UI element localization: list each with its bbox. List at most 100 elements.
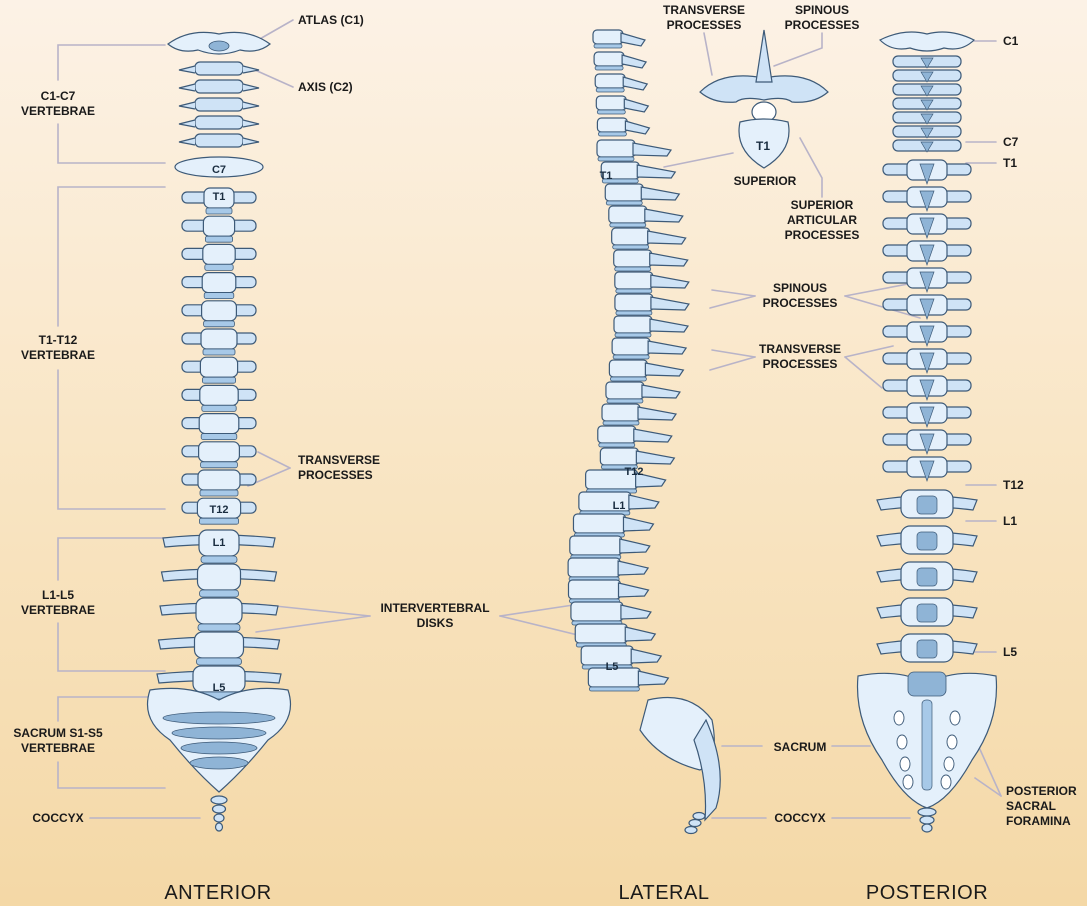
coccyx-segment-anterior bbox=[214, 814, 224, 822]
sacral-segment bbox=[163, 712, 275, 724]
vertebra-label-c7-anterior: C7 bbox=[212, 164, 226, 176]
median-sacral-crest bbox=[922, 700, 932, 790]
bracket-c1-c7-top bbox=[58, 45, 165, 80]
thoracic-vertebra-body bbox=[200, 357, 237, 377]
vertebra-label-t12-lateral: T12 bbox=[625, 466, 644, 478]
lateral-disk bbox=[610, 377, 646, 381]
lateral-vertebra-body bbox=[571, 602, 623, 621]
lateral-spinous-process bbox=[641, 187, 679, 200]
lumbar-disk bbox=[197, 658, 242, 665]
lateral-vertebra-body bbox=[570, 536, 622, 555]
posterior-lumbar-spinous bbox=[917, 568, 937, 586]
thoracic-vertebra-body bbox=[202, 301, 237, 321]
leader-superior-articular bbox=[800, 138, 822, 197]
label-t12-posterior: T12 bbox=[1003, 478, 1024, 493]
lateral-spinous-process bbox=[650, 319, 688, 332]
thoracic-disk bbox=[204, 321, 235, 327]
lateral-spinous-process bbox=[642, 385, 680, 398]
label-t1-posterior: T1 bbox=[1003, 156, 1017, 171]
vertebra-label-t12-anterior: T12 bbox=[210, 504, 229, 516]
thoracic-vertebra-body bbox=[199, 414, 239, 434]
lateral-disk bbox=[610, 223, 646, 227]
lateral-spinous-process bbox=[645, 363, 683, 376]
sacral-segment bbox=[190, 757, 248, 769]
leader-spinous-lat-1 bbox=[712, 290, 755, 296]
cervical-vertebra bbox=[195, 134, 243, 147]
thoracic-vertebra-body bbox=[199, 442, 240, 462]
lateral-disk bbox=[615, 267, 651, 271]
leader-disk-ant-2 bbox=[256, 616, 370, 632]
lateral-vertebra-body bbox=[593, 30, 623, 44]
sacral-foramen-left bbox=[894, 711, 904, 725]
lateral-spinous-process bbox=[621, 605, 651, 619]
cervical-vertebra bbox=[195, 116, 243, 129]
label-intervertebral-disks: INTERVERTEBRAL DISKS bbox=[380, 601, 489, 631]
label-sacrum-s1-s5: SACRUM S1-S5 VERTEBRAE bbox=[13, 726, 102, 756]
lateral-spinous-process bbox=[648, 341, 686, 354]
label-l5-posterior: L5 bbox=[1003, 645, 1017, 660]
view-title-lateral: LATERAL bbox=[619, 882, 710, 905]
posterior-lumbar-spinous bbox=[917, 640, 937, 658]
posterior-lumbar-spinous bbox=[917, 496, 937, 514]
cervical-process-left bbox=[179, 120, 195, 127]
label-superior-articular-processes: SUPERIOR ARTICULAR PROCESSES bbox=[785, 198, 860, 243]
thoracic-disk bbox=[205, 264, 233, 270]
lateral-vertebra-body bbox=[606, 382, 644, 399]
coccyx-segment-lateral bbox=[689, 820, 701, 827]
lateral-vertebra-body bbox=[595, 74, 625, 88]
lateral-spinous-process bbox=[634, 429, 672, 442]
cervical-process-right bbox=[243, 102, 259, 109]
label-t1-t12-vertebrae: T1-T12 VERTEBRAE bbox=[21, 333, 95, 363]
lateral-spinous-process bbox=[623, 517, 653, 531]
cervical-vertebra bbox=[195, 62, 243, 75]
lateral-vertebra-body bbox=[612, 338, 650, 355]
cervical-process-right bbox=[243, 84, 259, 91]
bracket-l1-l5-top bbox=[58, 538, 165, 580]
lumbar-disk bbox=[200, 590, 239, 597]
lateral-vertebra-body bbox=[597, 118, 627, 132]
bracket-t1-t12-top bbox=[58, 187, 165, 326]
lateral-disk bbox=[599, 443, 635, 447]
label-coccyx-anterior: COCCYX bbox=[32, 811, 83, 826]
vertebra-label-l5-anterior: L5 bbox=[213, 682, 226, 694]
bracket-l1-l5-bottom bbox=[58, 623, 165, 671]
lateral-spinous-process bbox=[625, 121, 649, 134]
bracket-c1-c7-bottom bbox=[58, 124, 165, 163]
vertebra-label-l5-lateral: L5 bbox=[606, 661, 619, 673]
lateral-spinous-process bbox=[621, 33, 645, 46]
vertebra-label-t1-lateral: T1 bbox=[600, 170, 613, 182]
lateral-disk bbox=[589, 687, 639, 691]
lateral-spinous-process bbox=[631, 649, 661, 663]
cervical-vertebra bbox=[195, 80, 243, 93]
label-superior: SUPERIOR bbox=[734, 174, 797, 189]
lateral-disk bbox=[597, 110, 625, 114]
lateral-disk bbox=[603, 421, 639, 425]
lateral-spinous-process bbox=[638, 407, 676, 420]
cervical-process-right bbox=[243, 138, 259, 145]
cervical-process-left bbox=[179, 138, 195, 145]
lateral-disk bbox=[616, 289, 652, 293]
sacral-segment bbox=[181, 742, 257, 754]
label-spinous-processes-top: SPINOUS PROCESSES bbox=[785, 3, 860, 33]
thoracic-vertebra-body bbox=[203, 244, 235, 264]
lateral-spinous-process bbox=[650, 253, 688, 266]
lateral-vertebra-body bbox=[575, 624, 627, 643]
lateral-disk bbox=[594, 44, 622, 48]
sacral-foramen-right bbox=[947, 735, 957, 749]
vertebra-label-l1-lateral: L1 bbox=[613, 500, 626, 512]
thoracic-disk bbox=[205, 236, 232, 242]
posterior-lumbar-spinous bbox=[917, 604, 937, 622]
lateral-vertebra-body bbox=[594, 52, 624, 66]
sacral-foramen-right bbox=[950, 711, 960, 725]
lateral-spinous-process bbox=[629, 495, 659, 509]
coccyx-segment-lateral bbox=[685, 827, 697, 834]
lateral-spinous-process bbox=[637, 165, 675, 178]
thoracic-disk bbox=[204, 293, 234, 299]
lateral-spinous-process bbox=[638, 671, 668, 685]
lateral-vertebra-body bbox=[597, 140, 635, 157]
lateral-disk bbox=[595, 66, 623, 70]
vertebra-label-t1-anterior: T1 bbox=[213, 191, 226, 203]
cervical-process-right bbox=[243, 120, 259, 127]
anterior-spine bbox=[148, 32, 291, 831]
thoracic-vertebra-body bbox=[201, 329, 237, 349]
